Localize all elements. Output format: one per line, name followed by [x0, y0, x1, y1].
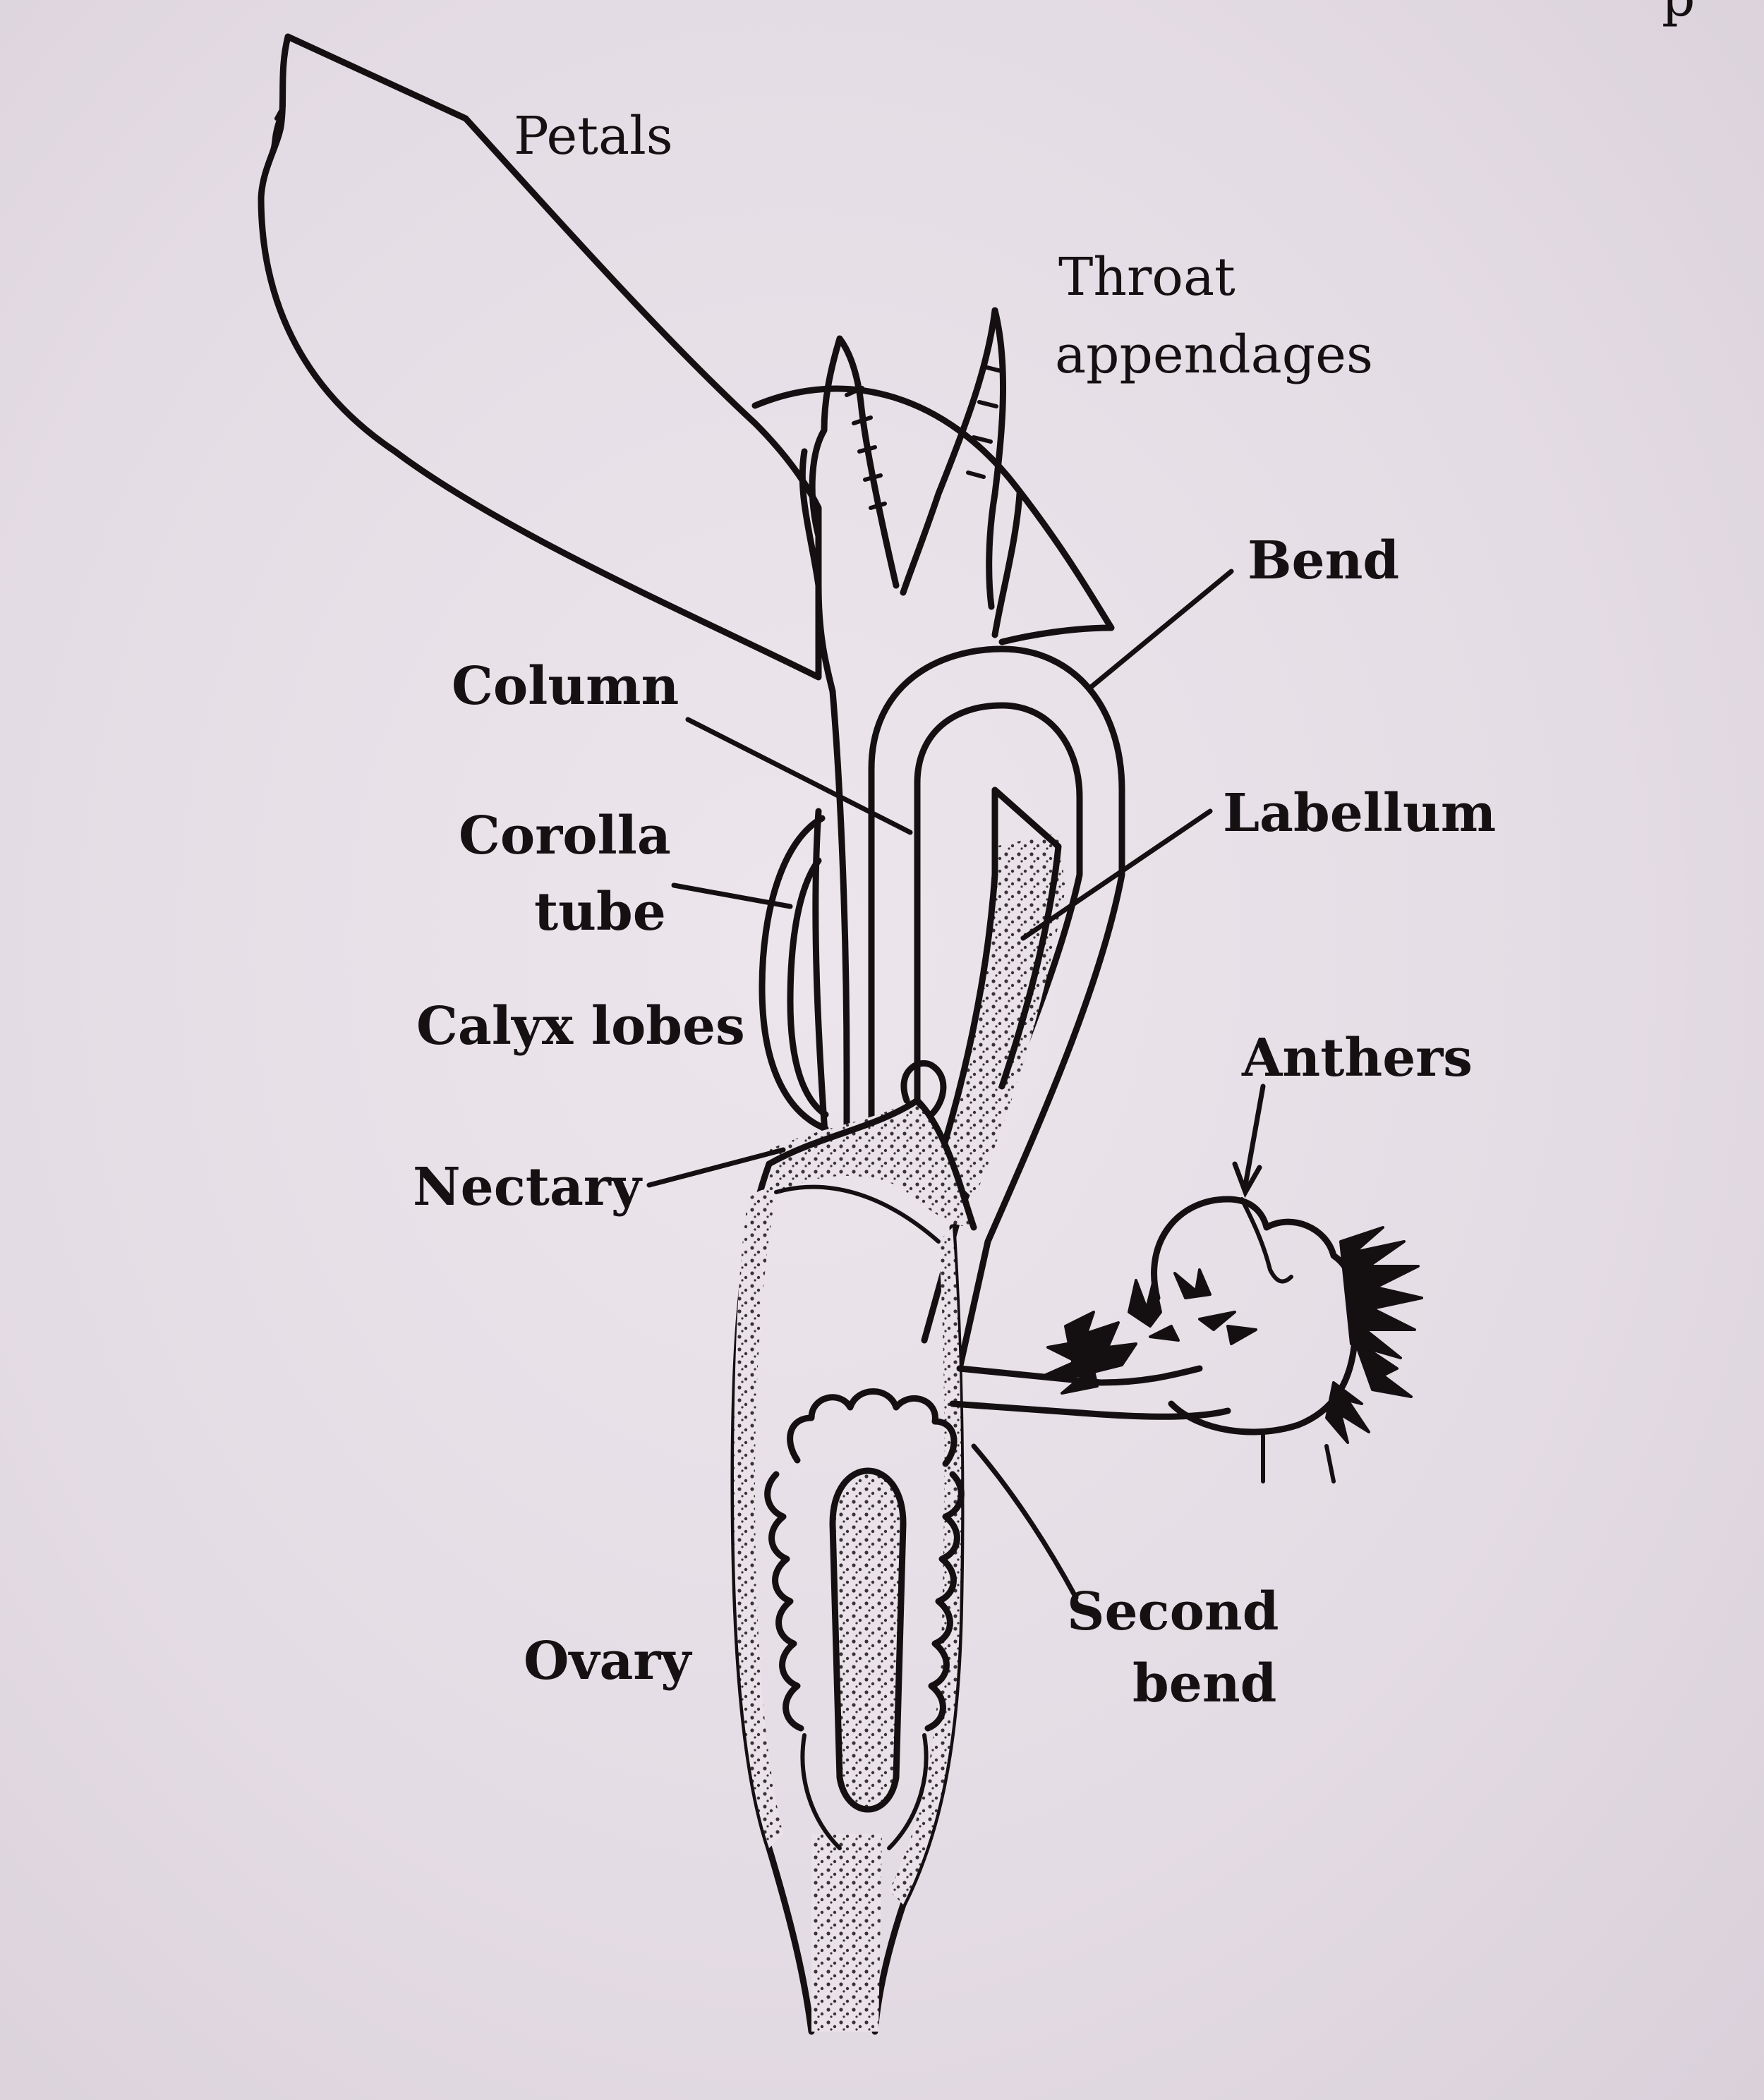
label-throat-line2: appendages [1055, 324, 1373, 385]
label-throat-line1: Throat [1058, 247, 1236, 308]
label-second-bend-line1: Second [1067, 1582, 1279, 1642]
leader-labellum [1020, 808, 1213, 941]
label-petals: Petals [514, 106, 673, 166]
leader-nectary [646, 1147, 786, 1188]
leader-anthers [1243, 1084, 1266, 1188]
label-bend: Bend [1248, 530, 1399, 591]
label-anthers: Anthers [1241, 1028, 1473, 1088]
label-column: Column [452, 656, 679, 717]
corolla-tube [812, 688, 850, 1160]
label-labellum: Labellum [1223, 783, 1496, 844]
label-ovary: Ovary [524, 1631, 692, 1692]
calyx-lobes [759, 815, 829, 1132]
leader-bend [1087, 569, 1234, 691]
back-petal-lobe [751, 385, 1115, 645]
labellum-shape [935, 787, 1065, 1199]
anthers-shape [949, 1196, 1423, 1483]
leader-corolla-tube [671, 882, 793, 909]
petal-shape [258, 33, 822, 681]
throat-appendages [799, 307, 1023, 695]
label-second-bend-line2: bend [1132, 1653, 1276, 1714]
ovary-shape [730, 1160, 965, 2035]
leader-column [685, 717, 913, 835]
label-corolla-line2: tube [534, 882, 666, 942]
corner-text-fragment: p [1662, 0, 1695, 28]
label-calyx-lobes: Calyx lobes [416, 996, 745, 1057]
label-nectary: Nectary [413, 1157, 643, 1218]
leader-second-bend [971, 1443, 1079, 1601]
leader-anthers-arrow [1232, 1161, 1262, 1198]
label-corolla-line1: Corolla [459, 806, 671, 866]
nectary-shape [766, 1060, 977, 1231]
